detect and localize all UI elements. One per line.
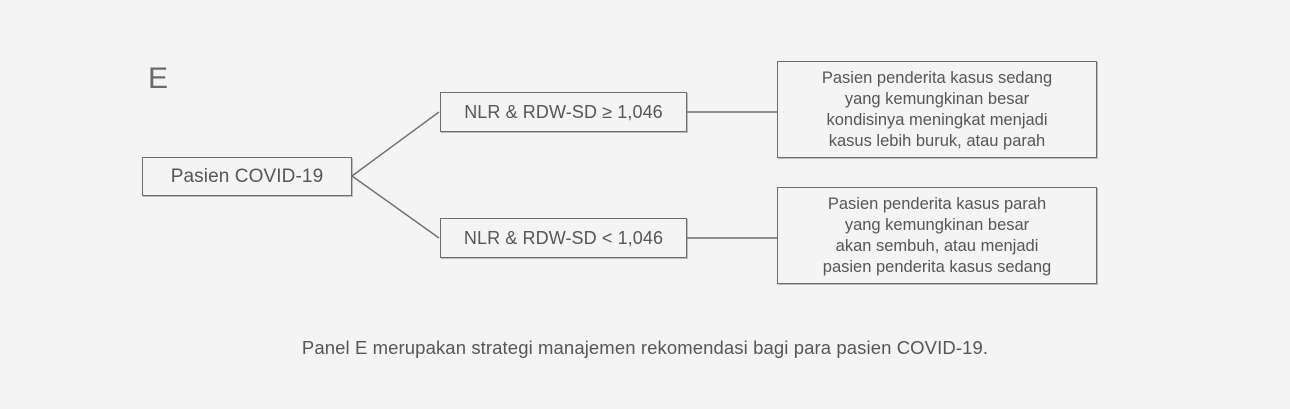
node-condition-low: NLR & RDW-SD < 1,046	[440, 218, 687, 258]
node-outcome-worsening-label: Pasien penderita kasus sedang yang kemun…	[821, 68, 1053, 150]
node-outcome-improving-label: Pasien penderita kasus parah yang kemung…	[822, 194, 1052, 276]
connector-root-to-condition-high	[351, 111, 440, 177]
node-condition-high-label: NLR & RDW-SD ≥ 1,046	[464, 101, 663, 122]
figure-caption: Panel E merupakan strategi manajemen rek…	[301, 337, 989, 358]
node-outcome-worsening: Pasien penderita kasus sedang yang kemun…	[777, 61, 1097, 158]
connector-root-to-condition-low	[351, 175, 440, 239]
node-root-label: Pasien COVID-19	[170, 165, 324, 187]
node-condition-low-label: NLR & RDW-SD < 1,046	[463, 227, 664, 248]
node-outcome-improving: Pasien penderita kasus parah yang kemung…	[777, 187, 1097, 284]
node-root-patient: Pasien COVID-19	[142, 157, 352, 196]
node-condition-high: NLR & RDW-SD ≥ 1,046	[440, 92, 687, 132]
panel-letter: E	[148, 62, 169, 95]
